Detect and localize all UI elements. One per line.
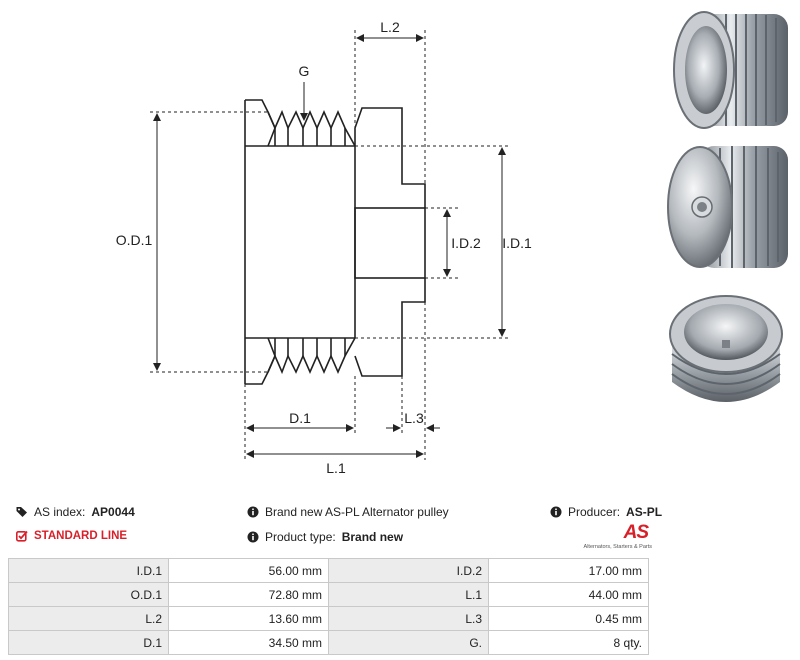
param-key: G. [328,630,489,655]
description-text: Brand new AS-PL Alternator pulley [265,505,449,519]
label-d1: D.1 [289,410,311,426]
product-photo-back [660,140,792,278]
product-photos [652,0,800,420]
label-id2: I.D.2 [451,235,481,251]
param-key: I.D.2 [328,558,489,583]
product-info: AS index: AP0044 STANDARD LINE Brand new… [0,500,800,560]
technical-drawing: G L.2 O.D.1 I.D.2 I.D.1 D.1 L.3 L.1 [115,19,532,476]
as-index: AS index: AP0044 [16,505,135,519]
producer: Producer: AS-PL [550,505,662,519]
param-value: 17.00 mm [488,558,649,583]
product-type-label: Product type: [265,530,336,544]
producer-label: Producer: [568,505,621,519]
product-line: STANDARD LINE [16,530,127,542]
extension-lines [150,30,510,460]
table-row: O.D.1 72.80 mm L.1 44.00 mm [8,582,649,607]
label-l1: L.1 [326,460,346,476]
product-photo-front [660,0,792,138]
param-key: O.D.1 [8,582,169,607]
param-key: L.3 [328,606,489,631]
logo-mark: AS [623,522,649,543]
info-icon [247,531,259,543]
table-row: L.2 13.60 mm L.3 0.45 mm [8,606,649,631]
param-value: 56.00 mm [168,558,329,583]
param-key: L.1 [328,582,489,607]
param-key: D.1 [8,630,169,655]
table-row: D.1 34.50 mm G. 8 qty. [8,630,649,655]
param-key: L.2 [8,606,169,631]
as-index-value: AP0044 [91,505,135,519]
param-value: 34.50 mm [168,630,329,655]
pulley-drawing-svg: G L.2 O.D.1 I.D.2 I.D.1 D.1 L.3 L.1 [115,19,532,476]
standard-line-label: STANDARD LINE [34,530,128,542]
dimension-lines [153,34,506,458]
product-type: Product type: Brand new [247,530,403,544]
info-icon [550,506,562,518]
param-key: I.D.1 [8,558,169,583]
tags-icon [16,507,27,517]
param-value: 0.45 mm [488,606,649,631]
label-id1: I.D.1 [502,235,532,251]
param-value: 13.60 mm [168,606,329,631]
producer-value: AS-PL [626,505,663,519]
info-icon [247,506,259,518]
label-l2: L.2 [380,19,400,35]
logo-tagline: Alternators, Starters & Parts [583,544,652,550]
label-g: G [299,63,310,79]
parameters-table: I.D.1 56.00 mm I.D.2 17.00 mm O.D.1 72.8… [8,558,649,655]
param-value: 44.00 mm [488,582,649,607]
as-logo: AS Alternators, Starters & Parts [582,522,652,554]
checkbox-icon [16,530,28,542]
label-l3: L.3 [404,410,424,426]
pulley-outline [244,99,426,385]
product-photo-angled [660,282,792,420]
product-type-value: Brand new [341,530,404,544]
table-row: I.D.1 56.00 mm I.D.2 17.00 mm [8,558,649,583]
label-od1: O.D.1 [116,232,153,248]
param-value: 8 qty. [488,630,649,655]
as-index-label: AS index: [34,505,86,519]
product-description: Brand new AS-PL Alternator pulley [247,505,449,519]
param-value: 72.80 mm [168,582,329,607]
